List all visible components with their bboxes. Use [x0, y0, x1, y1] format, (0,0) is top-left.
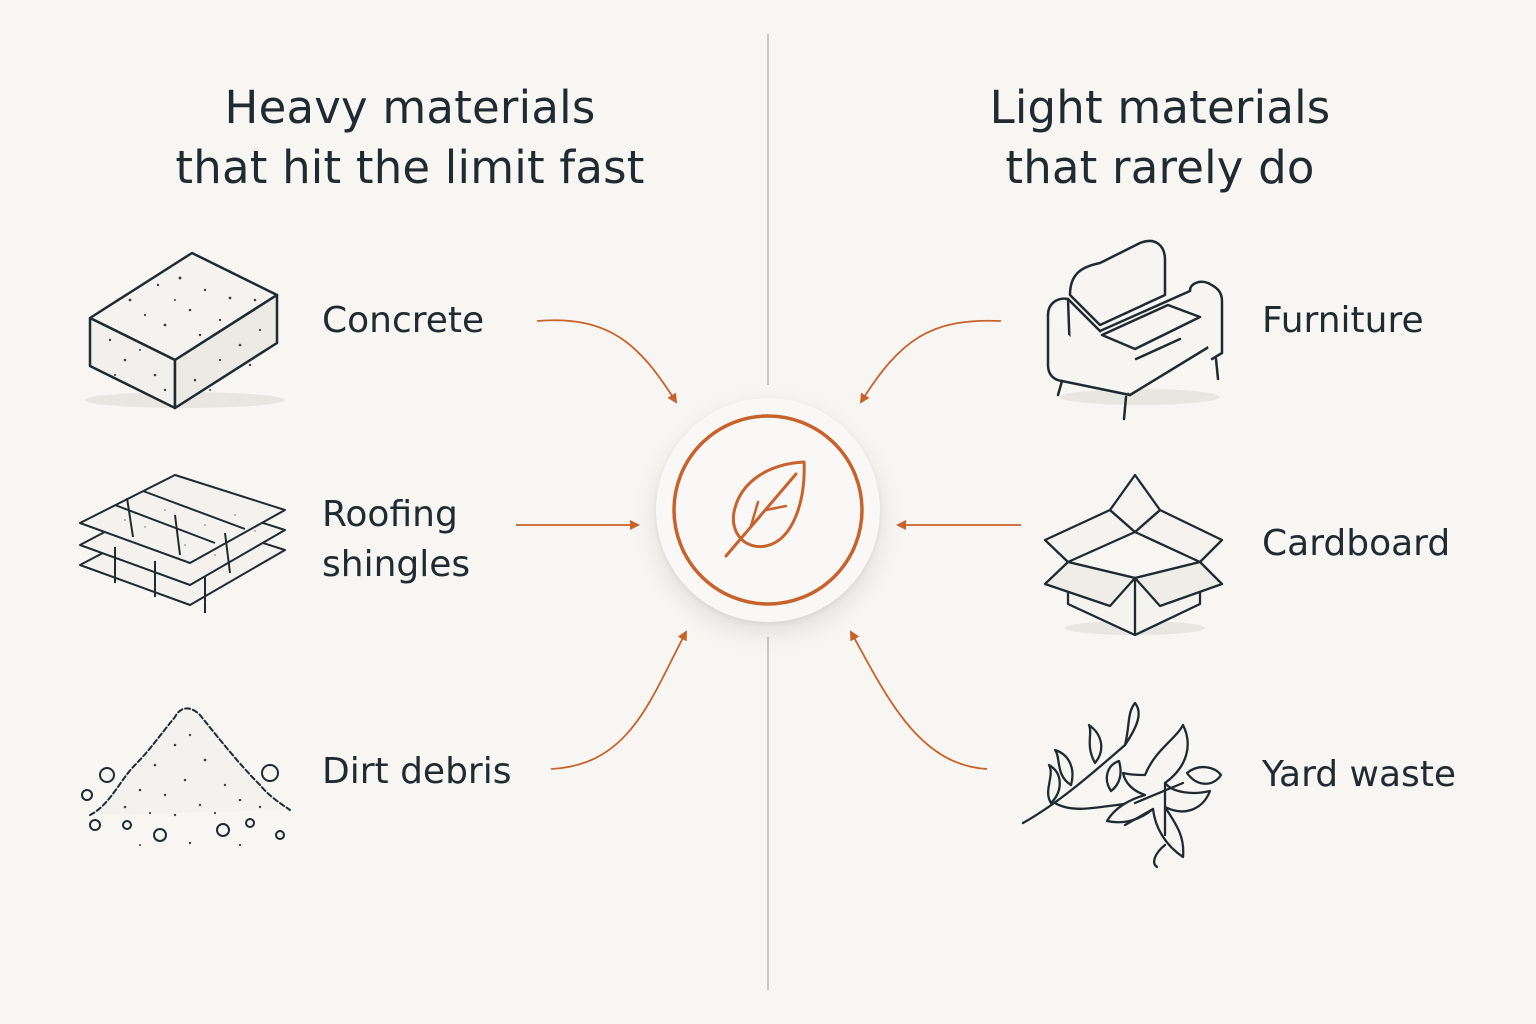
- light-heading: Light materials that rarely do: [880, 78, 1440, 198]
- dirt-label-text: Dirt debris: [322, 751, 512, 792]
- light-heading-line-1: Light materials: [989, 81, 1331, 134]
- dirt-label: Dirt debris: [322, 747, 512, 797]
- yard-waste-label: Yard waste: [1262, 750, 1456, 800]
- light-heading-line-2: that rarely do: [1005, 141, 1315, 194]
- heavy-heading-line-1: Heavy materials: [224, 81, 596, 134]
- roofing-shingles-icon: [79, 474, 286, 613]
- leaf-icon: [672, 414, 864, 606]
- concrete-block-icon: [85, 251, 285, 410]
- armchair-icon: [1046, 239, 1224, 421]
- cardboard-label: Cardboard: [1262, 519, 1450, 569]
- heavy-heading-line-2: that hit the limit fast: [175, 141, 645, 194]
- heavy-heading: Heavy materials that hit the limit fast: [120, 78, 700, 198]
- concrete-label: Concrete: [322, 296, 484, 346]
- arrow-yard: [850, 630, 988, 770]
- cardboard-box-icon: [1043, 473, 1224, 637]
- dirt-pile-icon: [81, 707, 291, 847]
- arrow-concrete: [536, 319, 678, 404]
- cardboard-label-text: Cardboard: [1262, 523, 1451, 564]
- furniture-label-text: Furniture: [1262, 300, 1424, 341]
- roofing-label-line-2: shingles: [322, 544, 471, 585]
- roofing-label: Roofing shingles: [322, 490, 470, 590]
- arrow-furniture: [859, 319, 1002, 404]
- roofing-label-line-1: Roofing: [322, 494, 458, 535]
- yard-waste-label-text: Yard waste: [1262, 754, 1457, 795]
- concrete-label-text: Concrete: [322, 300, 485, 341]
- furniture-label: Furniture: [1262, 296, 1424, 346]
- arrow-dirt: [550, 630, 687, 770]
- leafy-branch-icon: [1021, 701, 1223, 869]
